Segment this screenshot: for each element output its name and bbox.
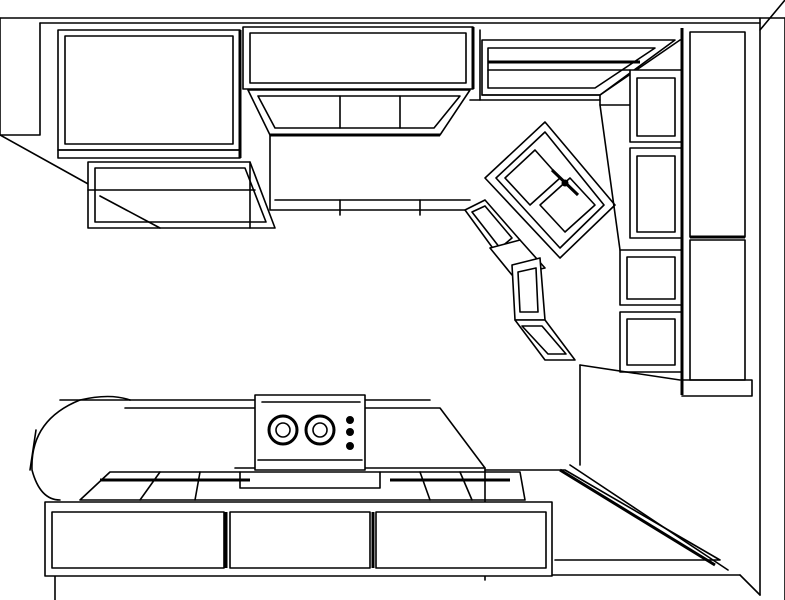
base-cabinet-center <box>247 89 471 216</box>
burner-icon-left <box>267 414 299 446</box>
burner-icon-right <box>304 414 336 446</box>
upper-cabinet-center <box>242 26 481 101</box>
sink <box>484 121 616 259</box>
sink-bowl-right <box>539 177 596 233</box>
corner-cabinets <box>464 199 576 361</box>
window-cabinet <box>469 39 681 106</box>
upper-cabinet-left <box>57 29 242 159</box>
right-wall-cabinets <box>579 28 753 397</box>
range <box>254 394 366 471</box>
base-cabinets-lower <box>44 471 553 577</box>
lower-right-counter <box>484 364 729 571</box>
base-cabinet-left <box>87 161 276 229</box>
